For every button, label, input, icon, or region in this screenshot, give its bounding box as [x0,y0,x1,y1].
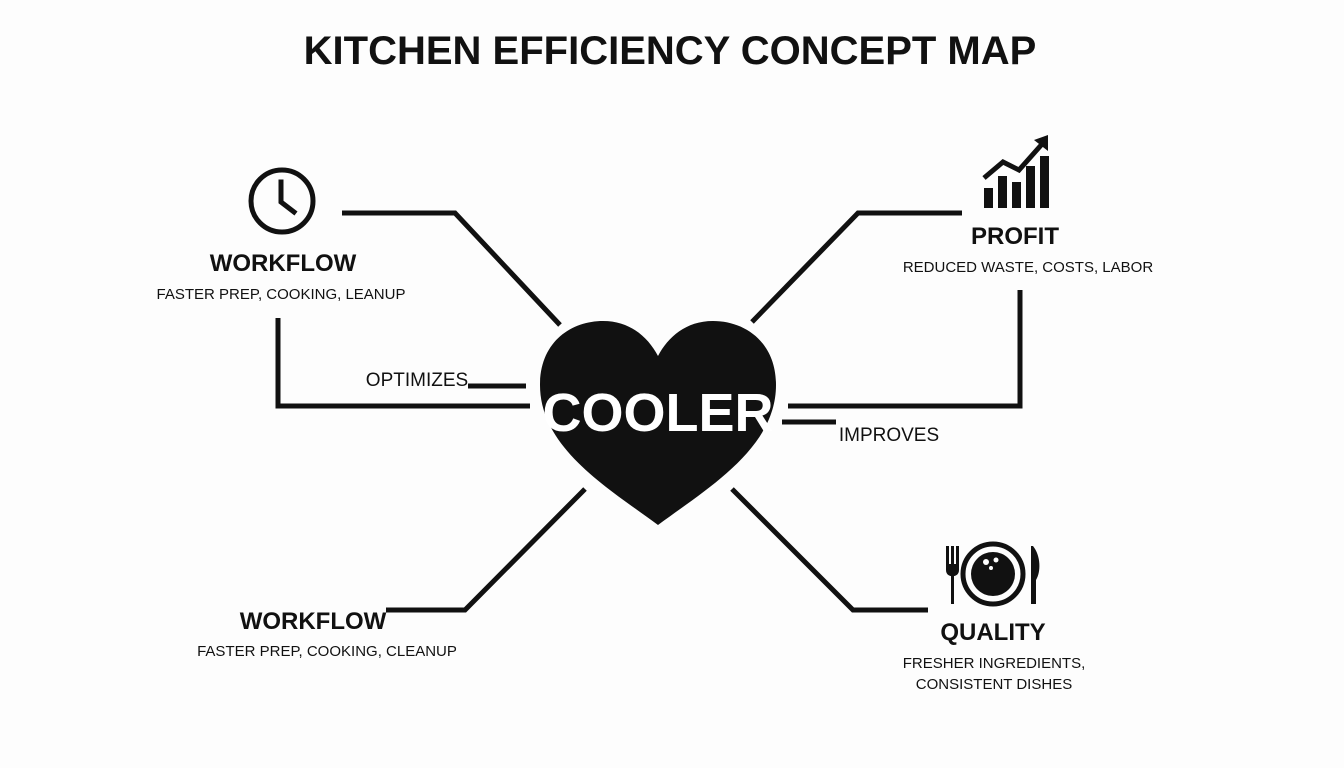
connector-quality [730,487,928,613]
node-profit: PROFIT REDUCED WASTE, COSTS, LABOR [903,135,1153,276]
heart-icon [540,321,776,525]
edge-label-optimizes: OPTIMIZES [366,370,468,391]
node-subtitle: FASTER PREP, COOKING, CLEANUP [197,643,457,660]
node-subtitle: REDUCED WASTE, COSTS, LABOR [903,259,1153,276]
node-subtitle: FASTER PREP, COOKING, LEANUP [157,286,406,303]
fork-icon [946,546,959,604]
bar-chart-trend-icon [982,135,1049,208]
node-workflow-top: WORKFLOW FASTER PREP, COOKING, LEANUP [157,167,406,303]
connectors [275,210,1023,613]
center-label: COOLER [542,383,773,443]
node-title: WORKFLOW [240,608,387,635]
connector-profit [750,210,962,324]
center-node: COOLER [540,321,776,525]
node-title: QUALITY [940,619,1045,646]
connector-workflow-top [342,210,562,327]
connector-profit-improves [788,290,1023,409]
connector-workflow-bottom [386,487,587,613]
plate-icon [960,541,1026,607]
clock-icon [248,167,316,235]
node-quality: QUALITY FRESHER INGREDIENTS, CONSISTENT … [903,541,1086,693]
node-title: WORKFLOW [210,250,357,277]
page-title: KITCHEN EFFICIENCY CONCEPT MAP [304,29,1037,73]
node-subtitle-line1: FRESHER INGREDIENTS, [903,655,1086,672]
node-title: PROFIT [971,223,1059,250]
plate-fork-knife-icon [946,541,1040,607]
knife-icon [1031,546,1040,604]
connector-workflow-top-optimizes [275,318,530,409]
edge-label-improves: IMPROVES [839,425,939,446]
node-subtitle-line2: CONSISTENT DISHES [916,676,1072,693]
node-workflow-bottom: WORKFLOW FASTER PREP, COOKING, CLEANUP [197,608,457,660]
